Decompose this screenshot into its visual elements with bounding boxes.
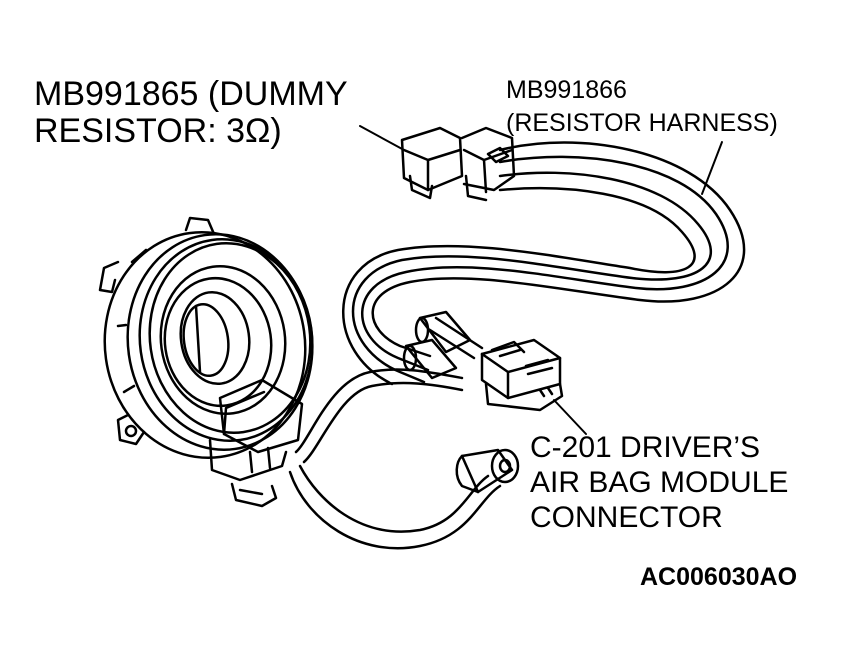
label-dummy-resistor: MB991865 (DUMMY RESISTOR: 3Ω) bbox=[34, 76, 348, 149]
resistor-sleeve bbox=[402, 310, 472, 380]
leader-resistor-harness bbox=[701, 141, 723, 195]
resistor-harness-cables bbox=[342, 141, 746, 386]
label-dummy-resistor-line1: MB991865 (DUMMY bbox=[34, 75, 348, 113]
label-airbag-connector: C-201 DRIVER’S AIR BAG MODULE CONNECTOR bbox=[530, 430, 788, 535]
dummy-resistor-connector bbox=[400, 126, 516, 202]
clock-spring-cables bbox=[288, 368, 502, 550]
label-airbag-connector-line1: C-201 DRIVER’S bbox=[530, 431, 761, 464]
leader-dummy-resistor bbox=[359, 125, 405, 151]
label-resistor-harness-line1: MB991866 bbox=[506, 76, 627, 104]
airbag-module-connector bbox=[480, 338, 564, 412]
clock-spring-assembly bbox=[98, 216, 314, 508]
label-resistor-harness-line2: (RESISTOR HARNESS) bbox=[506, 108, 778, 137]
label-airbag-connector-line2: AIR BAG MODULE bbox=[530, 466, 789, 500]
label-airbag-connector-line3: CONNECTOR bbox=[530, 501, 723, 535]
label-dummy-resistor-line2: RESISTOR: 3Ω) bbox=[34, 111, 282, 150]
leader-connector bbox=[553, 399, 587, 435]
figure-code: AC006030AO bbox=[640, 563, 798, 591]
round-terminal-plug bbox=[455, 448, 520, 494]
label-resistor-harness: MB991866 (RESISTOR HARNESS) bbox=[506, 74, 778, 139]
leader-lines bbox=[359, 125, 723, 435]
